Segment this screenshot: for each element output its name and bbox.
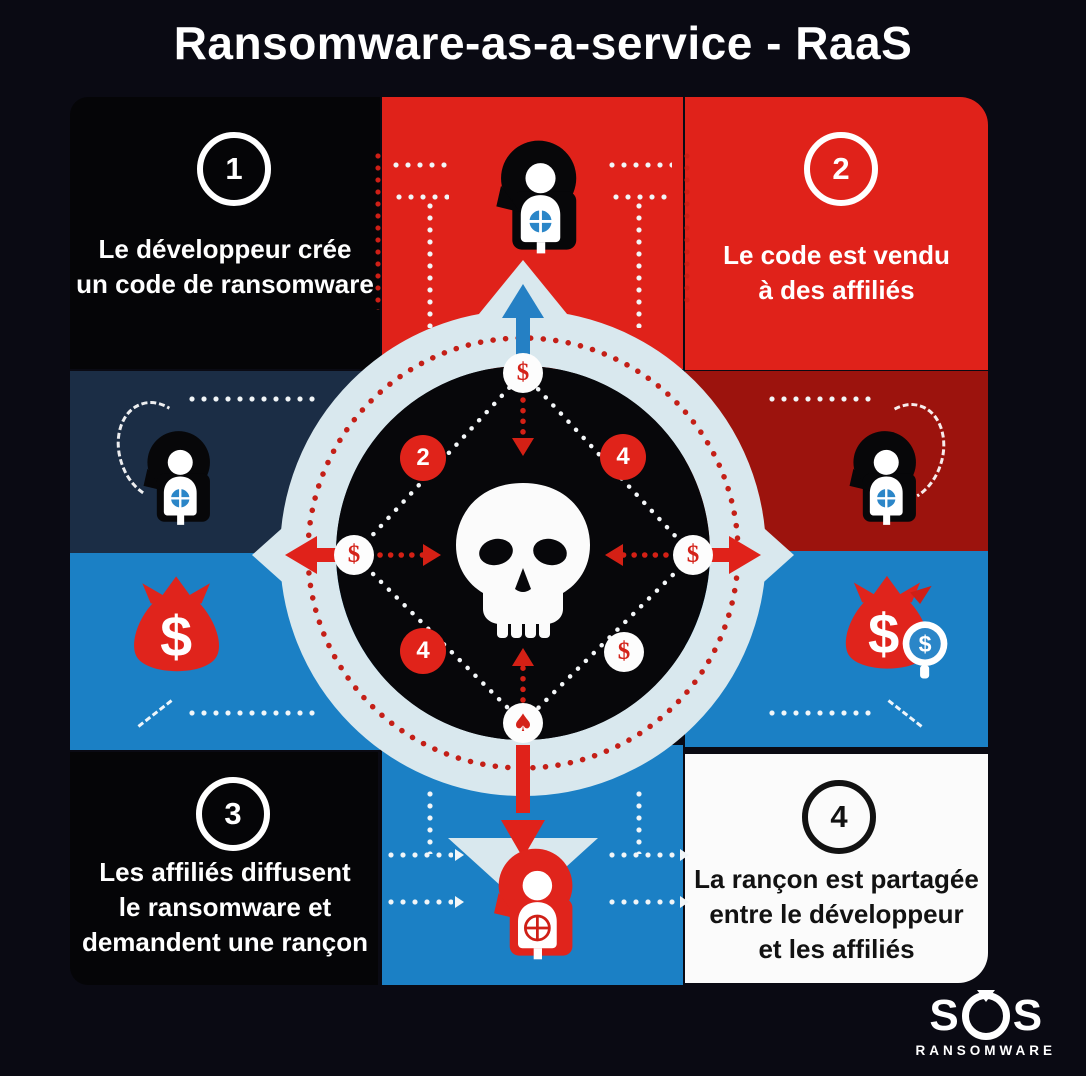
arrow-tip xyxy=(455,896,464,908)
dotted-flow-line xyxy=(684,150,690,310)
node-number-4-sw: 4 xyxy=(400,628,446,674)
spade-glyph: ♠ xyxy=(512,709,534,737)
dotted-flow-line xyxy=(766,396,872,402)
arrow-tip xyxy=(680,896,689,908)
step4-number-badge: 4 xyxy=(802,780,876,854)
logo-subtitle: RANSOMWARE xyxy=(915,1043,1056,1058)
step2-number-badge: 2 xyxy=(804,132,878,206)
sos-ransomware-logo: S S RANSOMWARE xyxy=(916,992,1057,1058)
dollar-glyph: $ xyxy=(516,359,530,386)
step3-text: Les affiliés diffusent le ransomware et … xyxy=(81,857,369,957)
dotted-flow-line xyxy=(610,194,668,200)
step1-number: 1 xyxy=(225,151,243,186)
dotted-flow-line xyxy=(606,899,678,905)
diamond-dotted-path xyxy=(350,369,697,727)
dotted-flow-line xyxy=(606,162,672,168)
number-glyph: 4 xyxy=(416,637,430,664)
dotted-flow-line xyxy=(375,150,381,310)
dotted-flow-line xyxy=(186,396,320,402)
victim-head-icon xyxy=(482,845,578,963)
magnifier-icon: $ xyxy=(902,621,948,679)
affiliate-head-icon-right xyxy=(840,428,920,528)
node-dollar-top: $ xyxy=(503,353,543,393)
dotted-flow-line xyxy=(636,788,642,854)
number-glyph: 2 xyxy=(416,444,430,471)
money-bag-icon-left: $ xyxy=(122,560,232,680)
node-dollar-left: $ xyxy=(334,535,374,575)
dotted-flow-line xyxy=(393,194,449,200)
logo-sos: S S xyxy=(916,992,1057,1040)
node-number-2: 2 xyxy=(400,435,446,481)
stopwatch-o-icon xyxy=(961,992,1010,1040)
dollar-on-bag: $ xyxy=(160,605,192,669)
node-spade-bottom: ♠ xyxy=(503,703,543,743)
dollar-glyph: $ xyxy=(617,638,631,665)
step4-text: La rançon est partagée entre le développ… xyxy=(694,864,979,964)
step3-number: 3 xyxy=(224,796,242,831)
dotted-flow-line xyxy=(636,200,642,328)
black-disc xyxy=(336,366,710,740)
step3-number-badge: 3 xyxy=(196,777,270,851)
dotted-flow-line xyxy=(606,852,678,858)
step2-number: 2 xyxy=(832,151,850,186)
logo-letter: S xyxy=(929,991,959,1040)
dollar-on-bag: $ xyxy=(868,603,899,666)
arrow-tip xyxy=(680,849,689,861)
arrow-tip xyxy=(455,849,464,861)
dotted-flow-line xyxy=(390,162,452,168)
dotted-flow-line xyxy=(186,710,320,716)
step1-number-badge: 1 xyxy=(197,132,271,206)
page-title: Ransomware-as-a-service - RaaS xyxy=(173,17,913,69)
dollar-glyph: $ xyxy=(686,541,700,568)
node-dollar-bottom-right: $ xyxy=(604,632,644,672)
step1-text: Le développeur crée un code de ransomwar… xyxy=(76,234,374,299)
dollar-glyph: $ xyxy=(347,541,361,568)
number-glyph: 4 xyxy=(616,443,630,470)
skull-icon xyxy=(456,483,590,638)
step2-text: Le code est vendu à des affiliés xyxy=(723,240,950,305)
step4-number: 4 xyxy=(830,799,848,834)
node-number-4-ne: 4 xyxy=(600,434,646,480)
dotted-flow-line xyxy=(427,788,433,854)
developer-head-icon xyxy=(486,136,580,258)
dotted-flow-line xyxy=(766,710,872,716)
logo-letter: S xyxy=(1012,991,1043,1040)
dotted-flow-line xyxy=(385,852,453,858)
money-bag-icon-right: $ $ xyxy=(834,556,954,686)
dollar-in-magnifier: $ xyxy=(919,631,932,657)
affiliate-head-icon-left xyxy=(134,428,214,528)
dotted-flow-line xyxy=(427,200,433,328)
dotted-flow-line xyxy=(385,899,453,905)
node-dollar-right: $ xyxy=(673,535,713,575)
